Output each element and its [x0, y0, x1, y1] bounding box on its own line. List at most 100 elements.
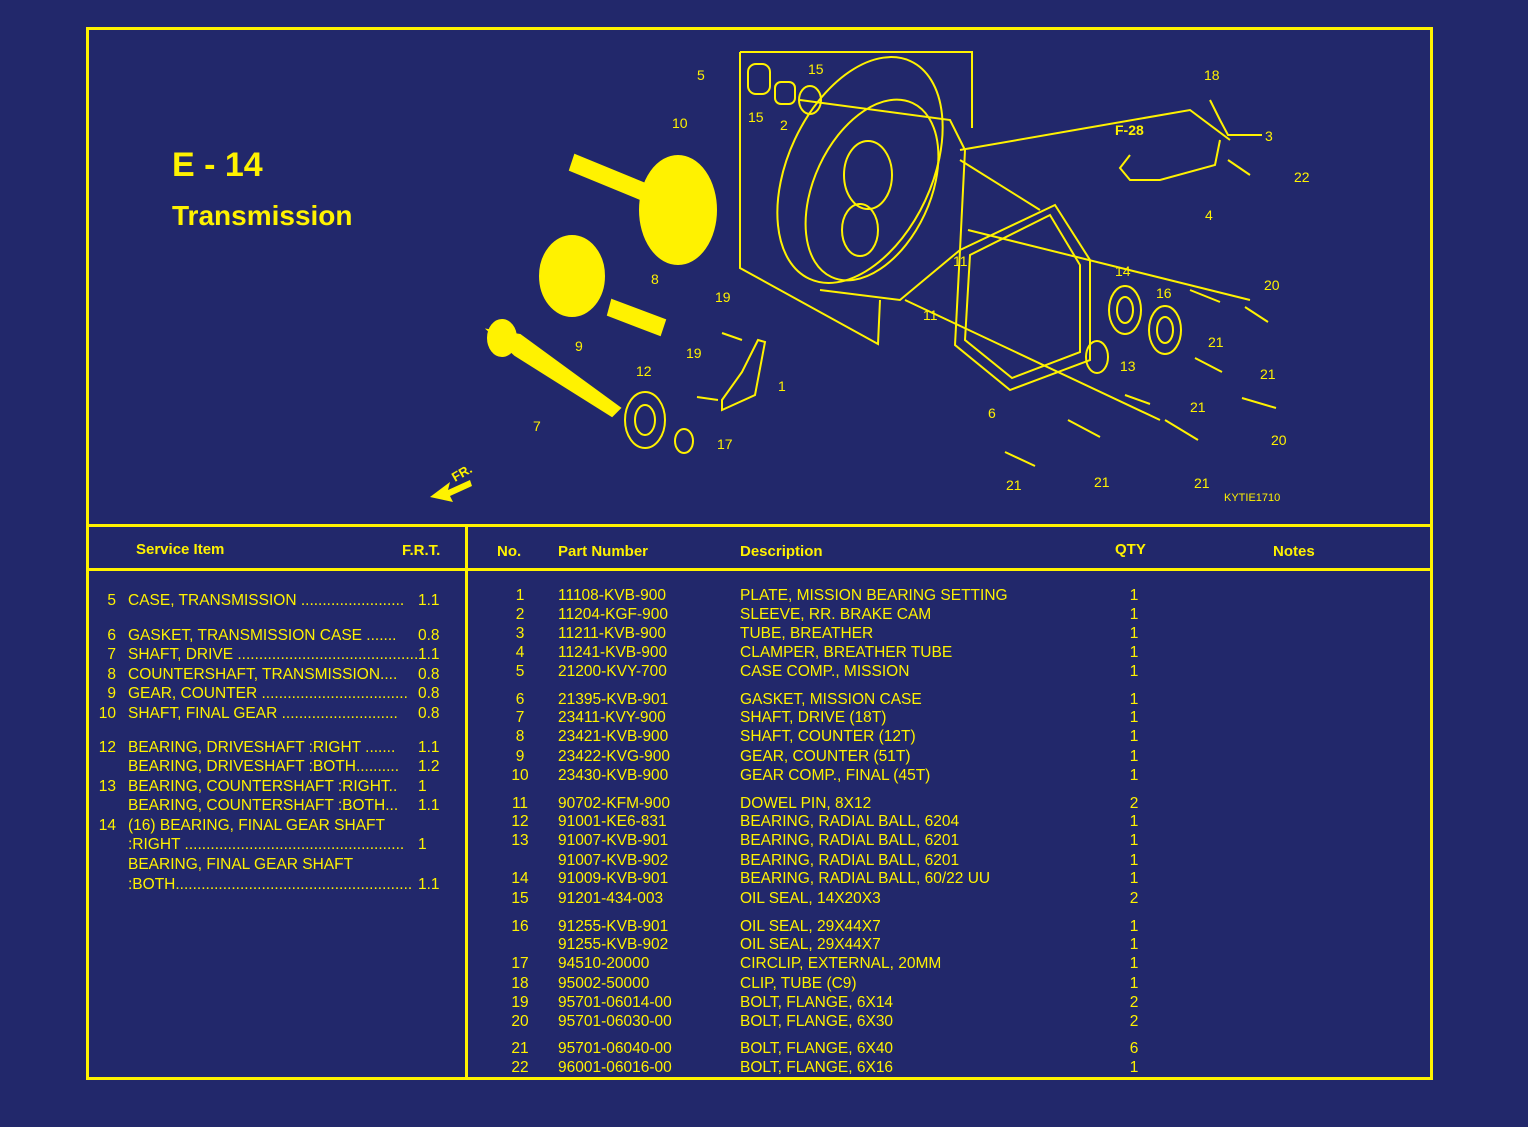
part-qty: 2 — [1129, 994, 1139, 1011]
callout-12: 12 — [636, 363, 652, 379]
part-description: SHAFT, DRIVE (18T) — [740, 709, 887, 726]
service-item-text: GASKET, TRANSMISSION CASE ....... — [128, 627, 397, 644]
service-item-frt: 1 — [418, 836, 427, 853]
callout-11b: 11 — [923, 307, 938, 323]
part-qty: 1 — [1129, 1059, 1139, 1076]
parts-no-header: No. — [497, 543, 522, 560]
part-description: CIRCLIP, EXTERNAL, 20MM — [740, 955, 942, 972]
part-qty: 1 — [1129, 728, 1139, 745]
service-item-text: GEAR, COUNTER ..........................… — [128, 685, 408, 702]
callout-10: 10 — [672, 115, 688, 131]
part-number: 91009-KVB-901 — [558, 870, 669, 887]
part-no: 1 — [515, 587, 525, 604]
part-description: OIL SEAL, 29X44X7 — [740, 936, 881, 953]
part-description: BEARING, RADIAL BALL, 6204 — [740, 813, 960, 830]
callout-11a: 11 — [953, 253, 968, 269]
part-number: 11108-KVB-900 — [558, 587, 667, 604]
part-description: TUBE, BREATHER — [740, 625, 874, 642]
service-item-text: COUNTERSHAFT, TRANSMISSION.... — [128, 666, 398, 683]
service-item-number: 10 — [98, 705, 116, 722]
part-description: CASE COMP., MISSION — [740, 663, 910, 680]
service-item-number: 12 — [98, 739, 116, 756]
part-no: 7 — [515, 709, 525, 726]
part-no: 9 — [515, 748, 525, 765]
part-description: CLIP, TUBE (C9) — [740, 975, 857, 992]
service-item-header: Service Item — [136, 541, 225, 558]
diagram-frame — [86, 27, 1433, 1080]
callout-14: 14 — [1115, 263, 1131, 279]
part-no: 22 — [511, 1059, 529, 1076]
callout-20a: 20 — [1264, 277, 1280, 293]
part-qty: 1 — [1129, 606, 1139, 623]
part-qty: 2 — [1129, 890, 1139, 907]
service-item-frt: 1.1 — [418, 646, 440, 663]
part-qty: 6 — [1129, 1040, 1139, 1057]
part-number: 91201-434-003 — [558, 890, 664, 907]
service-item-frt: 0.8 — [418, 685, 440, 702]
service-item-number: 6 — [107, 627, 116, 644]
diagram-table-divider — [86, 524, 1433, 527]
part-no: 13 — [511, 832, 529, 849]
callout-19a: 19 — [715, 289, 731, 305]
callout-16: 16 — [1156, 285, 1172, 301]
part-qty: 1 — [1129, 663, 1139, 680]
service-item-frt: 1.1 — [418, 739, 440, 756]
service-item-text: SHAFT, DRIVE ...........................… — [128, 646, 419, 663]
service-item-text: :RIGHT .................................… — [128, 836, 405, 853]
part-number: 23430-KVB-900 — [558, 767, 669, 784]
part-description: SHAFT, COUNTER (12T) — [740, 728, 916, 745]
part-qty: 1 — [1129, 813, 1139, 830]
callout-21c: 21 — [1190, 399, 1206, 415]
part-no: 20 — [511, 1013, 529, 1030]
part-number: 95701-06030-00 — [558, 1013, 672, 1030]
callout-18: 18 — [1204, 67, 1220, 83]
part-qty: 1 — [1129, 644, 1139, 661]
part-description: CLAMPER, BREATHER TUBE — [740, 644, 953, 661]
exploded-parts-diagram: 5 15 15 2 10 18 F-28 3 22 4 8 19 11 14 1… — [430, 51, 1310, 504]
diagram-ref-code: KYTIE1710 — [1224, 492, 1280, 504]
callout-21d: 21 — [1006, 477, 1022, 493]
frt-header: F.R.T. — [402, 542, 441, 559]
part-description: DOWEL PIN, 8X12 — [740, 795, 872, 812]
part-qty: 1 — [1129, 955, 1139, 972]
callout-21b: 21 — [1260, 366, 1276, 382]
part-no: 11 — [511, 795, 529, 812]
service-item-text: BEARING, FINAL GEAR SHAFT — [128, 856, 354, 873]
part-no: 16 — [511, 918, 529, 935]
part-qty: 1 — [1129, 832, 1139, 849]
part-qty: 1 — [1129, 587, 1139, 604]
callout-f28: F-28 — [1115, 122, 1144, 138]
callout-8: 8 — [651, 271, 659, 287]
part-number: 95002-50000 — [558, 975, 650, 992]
service-item-frt: 1.1 — [418, 797, 440, 814]
part-no: 6 — [515, 691, 525, 708]
callout-20b: 20 — [1271, 432, 1287, 448]
part-no: 15 — [511, 890, 529, 907]
part-description: BOLT, FLANGE, 6X40 — [740, 1040, 894, 1057]
part-number: 21200-KVY-700 — [558, 663, 667, 680]
part-number: 11204-KGF-900 — [558, 606, 668, 623]
part-qty: 2 — [1129, 1013, 1139, 1030]
part-description: OIL SEAL, 14X20X3 — [740, 890, 881, 907]
service-item-text: CASE, TRANSMISSION .....................… — [128, 592, 405, 609]
part-number: 94510-20000 — [558, 955, 650, 972]
part-no: 18 — [511, 975, 529, 992]
part-description: BOLT, FLANGE, 6X30 — [740, 1013, 894, 1030]
service-item-frt: 1 — [418, 778, 427, 795]
callout-15b: 15 — [748, 109, 764, 125]
notes-header: Notes — [1273, 543, 1315, 560]
part-qty: 1 — [1129, 709, 1139, 726]
part-number: 23411-KVY-900 — [558, 709, 666, 726]
part-number: 11211-KVB-900 — [558, 625, 667, 642]
table-column-divider — [465, 524, 468, 1080]
part-qty: 1 — [1129, 748, 1139, 765]
part-number: 96001-06016-00 — [558, 1059, 672, 1076]
part-description: GASKET, MISSION CASE — [740, 691, 922, 708]
callout-19b: 19 — [686, 345, 702, 361]
part-qty: 1 — [1129, 852, 1139, 869]
callout-1: 1 — [778, 378, 786, 394]
part-no: 4 — [515, 644, 525, 661]
part-description: GEAR COMP., FINAL (45T) — [740, 767, 931, 784]
part-number: 21395-KVB-901 — [558, 691, 669, 708]
part-number: 91007-KVB-902 — [558, 852, 669, 869]
